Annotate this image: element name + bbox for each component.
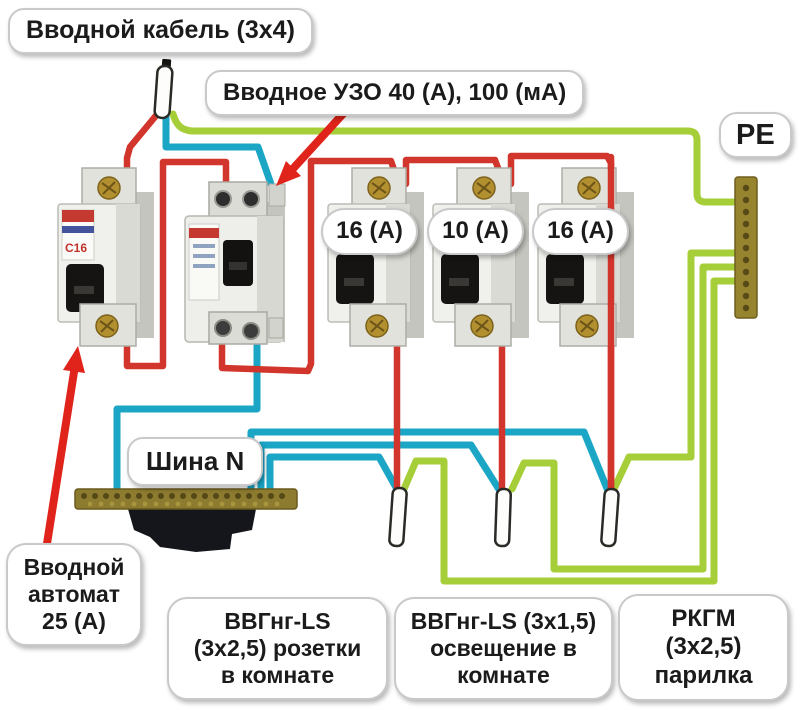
cable-mark-sockets [388,486,408,548]
input-cable-mark [153,58,174,120]
label-input-breaker-line1: Вводной [23,554,125,580]
label-breaker-sauna: 16 (А) [532,208,629,255]
label-input-breaker: Вводной автомат 25 (А) [6,543,142,647]
label-cable-sockets-line2: (3х2,5) розетки [193,635,362,662]
neutral-wire-sockets [266,453,402,497]
label-input-rcd-text: Вводное УЗО 40 (А), 100 (мА) [223,79,567,106]
label-cable-sauna: РКГМ (3х2,5) парилка [618,594,789,701]
main-breaker-device: C16 [57,167,154,347]
neutral-wire-lighting [257,441,504,497]
main-breaker-sticker-text: C16 [65,241,87,255]
label-cable-lighting-line3: комнате [457,662,550,689]
neutral-wire-input [162,108,275,188]
label-pe-bus: PE [719,112,792,159]
label-cable-sockets-line1: ВВГнг-LS [224,608,331,634]
cable-mark-sauna [600,487,620,548]
label-neutral-bus: Шина N [127,437,264,486]
pe-busbar [734,176,758,319]
label-cable-lighting: ВВГнг-LS (3х1,5) освещение в комнате [394,597,613,701]
label-breaker-lighting: 10 (А) [427,208,524,255]
label-neutral-bus-text: Шина N [146,446,245,476]
pe-wire-lighting [508,263,738,573]
label-cable-lighting-line1: ВВГнг-LS (3х1,5) [410,608,597,634]
breaker-sauna-device [537,167,634,347]
breaker-sockets-device [327,167,424,347]
label-cable-sockets: ВВГнг-LS (3х2,5) розетки в комнате [167,597,388,701]
label-breaker-sockets-text: 16 (А) [336,217,403,245]
rcd-device [184,181,286,345]
pe-wire-main [169,110,738,206]
label-input-breaker-line3: 25 (А) [42,608,106,635]
neutral-busbar-holder [128,509,256,552]
neutral-wire-rcd-to-bus [113,336,261,497]
label-breaker-sockets: 16 (А) [321,208,418,255]
label-cable-sauna-line3: парилка [654,661,753,689]
phase-wire-rcd-out [218,157,315,375]
neutral-busbar [74,488,298,552]
label-cable-lighting-line2: освещение в [430,635,577,662]
cable-mark-lighting [493,487,513,548]
label-breaker-lighting-text: 10 (А) [442,217,509,245]
pe-wire-sauna [610,249,738,493]
label-input-breaker-line2: автомат [27,581,121,608]
label-pe-bus-text: PE [736,119,775,151]
breaker-lighting-device [432,167,529,347]
label-input-cable-text: Вводной кабель (3х4) [26,16,295,44]
label-cable-sauna-line2: (3х2,5) [665,633,742,661]
label-breaker-sauna-text: 16 (А) [547,217,614,245]
label-input-cable: Вводной кабель (3х4) [8,8,313,54]
callout-arrow-main-breaker [42,346,85,554]
label-cable-sauna-line1: РКГМ [671,605,736,632]
phase-wire-breaker-to-rcd [123,158,230,370]
label-input-rcd: Вводное УЗО 40 (А), 100 (мА) [205,70,585,117]
pe-wire-sockets [400,277,738,585]
label-cable-sockets-line3: в комнате [220,662,335,689]
